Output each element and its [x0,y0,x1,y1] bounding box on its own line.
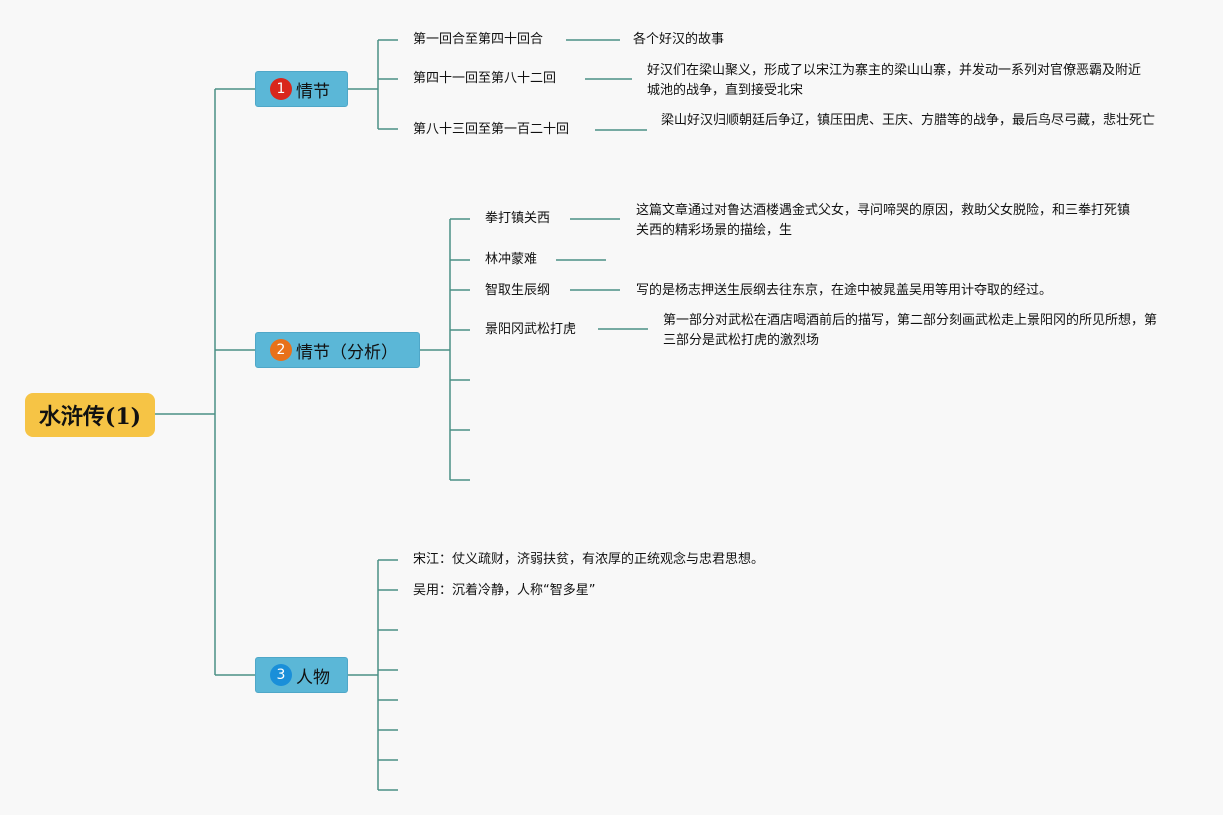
colon: ： [439,583,453,598]
analysis-item-2[interactable]: 林冲蒙难 [485,252,538,267]
plot-item-1[interactable]: 第一回合至第四十回合 [413,32,544,47]
analysis-detail-1[interactable]: 这篇文章通过对鲁达酒楼遇金式父女，寻问啼哭的原因，救助父女脱险，和三拳打死镇关西… [636,203,1131,238]
topic-plot[interactable]: 1 情节 [255,71,348,107]
analysis-item-4[interactable]: 景阳冈武松打虎 [485,322,577,337]
plot-detail-2[interactable]: 好汉们在梁山聚义，形成了以宋江为寨主的梁山山寨，并发动一系列对官僚恶霸及附近城池… [647,63,1142,98]
plot-item-2[interactable]: 第四十一回至第八十二回 [413,71,557,86]
plot-item-3[interactable]: 第八十三回至第一百二十回 [413,122,570,137]
plot-detail-1[interactable]: 各个好汉的故事 [633,32,725,47]
character-item-2[interactable]: 吴用：沉着冷静，人称“智多星” [413,581,596,601]
character-name: 宋江 [413,552,440,567]
topic-characters-label: 人物 [296,667,330,688]
character-desc: 沉着冷静，人称“智多星” [452,583,596,598]
analysis-item-3[interactable]: 智取生辰纲 [485,283,551,298]
plot-detail-3[interactable]: 梁山好汉归顺朝廷后争辽，镇压田虎、王庆、方腊等的战争，最后鸟尽弓藏，悲壮死亡 [661,113,1156,128]
character-name: 吴用 [413,583,440,598]
analysis-item-1[interactable]: 拳打镇关西 [485,211,551,226]
character-item-1[interactable]: 宋江：仗义疏财，济弱扶贫，有浓厚的正统观念与忠君思想。 [413,550,764,570]
character-desc: 仗义疏财，济弱扶贫，有浓厚的正统观念与忠君思想。 [452,552,765,567]
topic-characters[interactable]: 3 人物 [255,657,348,693]
analysis-detail-4[interactable]: 第一部分对武松在酒店喝酒前后的描写，第二部分刻画武松走上景阳冈的所见所想，第三部… [663,313,1158,348]
colon: ： [439,552,453,567]
topic-plot-label: 情节 [296,81,330,102]
topic-plot-analysis[interactable]: 2 情节（分析） [255,332,420,368]
number-badge-1: 1 [270,78,292,100]
topic-plot-analysis-label: 情节（分析） [296,342,398,363]
root-node[interactable]: 水浒传(1) [25,393,155,437]
analysis-detail-3[interactable]: 写的是杨志押送生辰纲去往东京，在途中被晁盖吴用等用计夺取的经过。 [636,283,1053,298]
number-badge-2: 2 [270,339,292,361]
number-badge-3: 3 [270,664,292,686]
